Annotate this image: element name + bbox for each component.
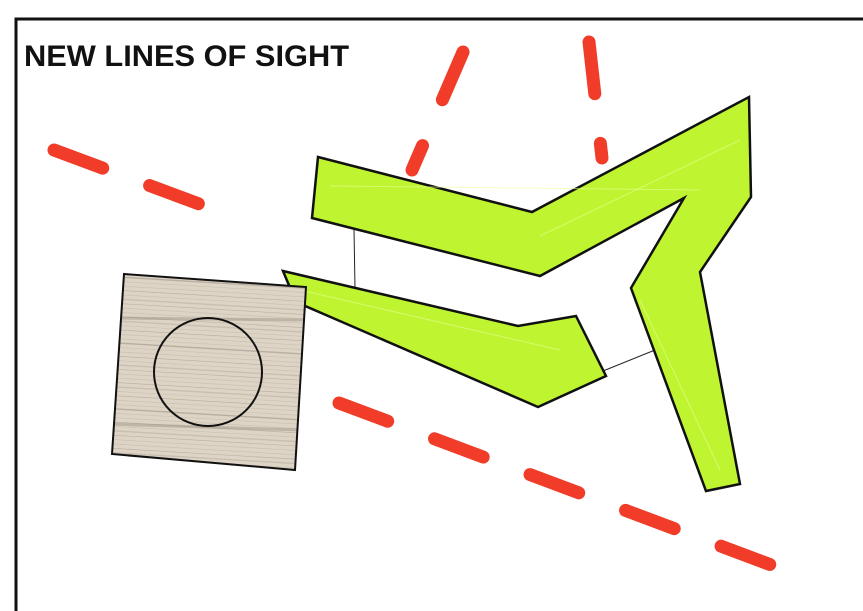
sight-line-top-vertical bbox=[582, 35, 609, 165]
wood-grain-line bbox=[112, 363, 306, 378]
wood-grain-line bbox=[112, 332, 306, 347]
wall-upper-chevron bbox=[310, 94, 753, 493]
wall-highlight-3 bbox=[539, 139, 741, 237]
wood-grain-line bbox=[112, 385, 306, 400]
sight-line-bottom-long bbox=[332, 396, 813, 585]
wood-grain-line bbox=[112, 381, 306, 395]
diagram-title: NEW LINES OF SIGHT bbox=[24, 40, 349, 73]
wood-grain-line bbox=[112, 434, 306, 448]
wood-grain-band bbox=[112, 422, 301, 432]
wall-lower-bar bbox=[280, 269, 608, 409]
wood-grain-line bbox=[112, 280, 306, 294]
wood-grain-line bbox=[112, 442, 306, 457]
wood-grain-line bbox=[112, 350, 306, 365]
green-wall-group bbox=[280, 94, 753, 493]
wood-grain-line bbox=[112, 297, 306, 312]
wood-grain-line bbox=[112, 447, 306, 461]
wood-grain-line bbox=[112, 346, 306, 360]
sight-line-upper-left bbox=[47, 143, 225, 218]
wood-grain-line bbox=[112, 416, 306, 431]
wood-grain-line bbox=[112, 341, 306, 356]
wood-grain-line bbox=[112, 293, 306, 307]
wood-grain-line bbox=[112, 328, 306, 343]
wall-highlight-1 bbox=[299, 289, 561, 351]
wood-grain-line bbox=[112, 420, 306, 435]
sight-line-group bbox=[47, 35, 813, 585]
wood-grain-line bbox=[112, 359, 306, 373]
wood-grain-line bbox=[112, 398, 306, 413]
round-window-icon bbox=[153, 317, 263, 427]
wood-grain-line bbox=[112, 438, 306, 453]
wooden-block bbox=[110, 272, 308, 472]
connector-line-upper bbox=[353, 228, 356, 289]
wood-grain-line bbox=[112, 324, 306, 338]
wood-grain-line bbox=[112, 390, 306, 404]
wood-grain-line bbox=[112, 319, 306, 334]
wood-grain-line bbox=[112, 451, 306, 466]
wood-grain-line bbox=[112, 315, 306, 329]
wood-grain-line bbox=[112, 407, 306, 422]
wood-grain-line bbox=[112, 368, 306, 382]
wood-grain-line bbox=[112, 403, 306, 417]
wood-grain-line bbox=[112, 429, 306, 444]
block-body bbox=[112, 274, 306, 470]
connector-line-lower bbox=[602, 349, 656, 372]
wood-grain-line bbox=[112, 337, 306, 351]
wall-highlight-2 bbox=[639, 299, 721, 471]
block-outline bbox=[110, 272, 308, 472]
wood-grain-line bbox=[112, 394, 306, 409]
frame-border bbox=[14, 17, 863, 611]
wood-grain-line bbox=[112, 372, 306, 387]
wood-grain-line bbox=[112, 412, 306, 426]
wood-grain-line bbox=[112, 284, 306, 299]
wood-grain-line bbox=[112, 354, 306, 369]
wood-grain-line bbox=[112, 376, 306, 391]
wood-grain-line bbox=[112, 275, 306, 290]
wood-grain-line bbox=[112, 302, 306, 316]
wood-grain-line bbox=[112, 288, 306, 303]
sight-line-top-slanted bbox=[405, 45, 470, 177]
wood-grain-line bbox=[112, 306, 306, 321]
wood-grain bbox=[112, 275, 306, 470]
wood-grain-line bbox=[112, 425, 306, 439]
